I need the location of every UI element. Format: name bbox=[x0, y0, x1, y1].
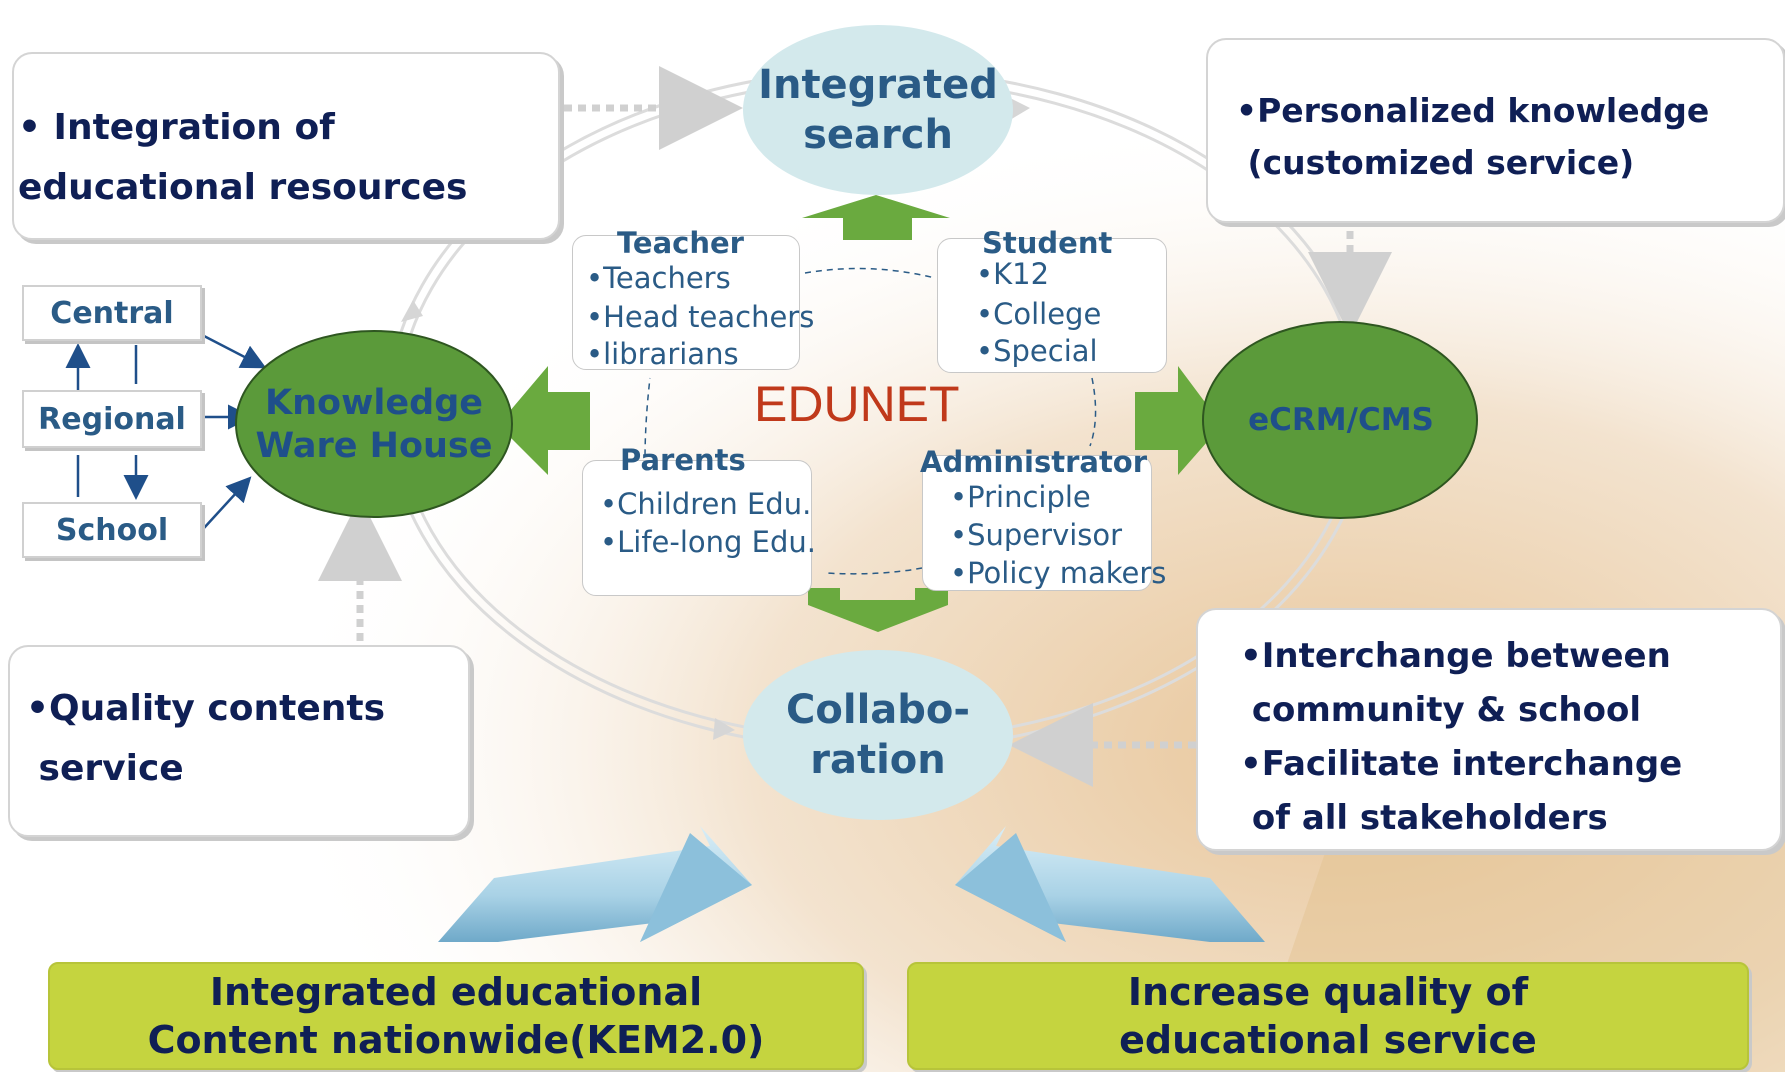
level-school: School bbox=[22, 502, 202, 558]
callout-interchange-line3: •Facilitate interchange bbox=[1240, 744, 1683, 784]
group-administrator-title: Administrator bbox=[920, 445, 1148, 479]
green-arrow-up bbox=[802, 195, 950, 240]
level-regional: Regional bbox=[22, 390, 202, 448]
group-teacher-title: Teacher bbox=[617, 226, 744, 260]
center-edunet-label: EDUNET bbox=[754, 376, 960, 432]
level-central: Central bbox=[22, 285, 202, 341]
knowledge-warehouse-line1: Knowledge bbox=[265, 383, 483, 423]
group-parents-title: Parents bbox=[620, 443, 746, 477]
group-administrator-item: •Supervisor bbox=[950, 518, 1123, 552]
collaboration-line1: Collabo- bbox=[786, 687, 970, 733]
callout-interchange-line2: community & school bbox=[1240, 690, 1641, 730]
callout-quality: •Quality contents service bbox=[8, 645, 470, 837]
group-administrator-item: •Policy makers bbox=[950, 556, 1167, 590]
group-student-title: Student bbox=[982, 226, 1113, 260]
collaboration-node bbox=[743, 650, 1013, 820]
bottom-box-increase-quality: Increase quality of educational service bbox=[907, 962, 1749, 1070]
green-arrows bbox=[498, 195, 1222, 632]
callout-integration-line1: • Integration of bbox=[18, 107, 335, 148]
group-parents-item: •Children Edu. bbox=[600, 487, 812, 521]
collaboration-label: Collabo- ration bbox=[738, 670, 1018, 800]
bottom-box-left-line2: Content nationwide(KEM2.0) bbox=[147, 1018, 765, 1062]
blue-arrow-left bbox=[438, 826, 752, 942]
green-arrow-right bbox=[1135, 366, 1222, 475]
blue-arrow-right bbox=[955, 826, 1265, 942]
integrated-search-line2: search bbox=[803, 112, 953, 158]
group-student-item: •K12 bbox=[976, 257, 1050, 291]
callout-personalized-line2: (customized service) bbox=[1236, 143, 1635, 182]
green-arrow-left bbox=[498, 366, 590, 475]
callout-interchange-line1: •Interchange between bbox=[1240, 636, 1671, 676]
group-administrator-item: •Principle bbox=[950, 480, 1091, 514]
knowledge-warehouse-node bbox=[235, 330, 513, 518]
knowledge-warehouse-label: Knowledge Ware House bbox=[236, 370, 512, 480]
group-teacher-item: •Head teachers bbox=[586, 300, 815, 334]
integrated-search-line1: Integrated bbox=[758, 62, 998, 108]
collaboration-line2: ration bbox=[810, 737, 946, 783]
group-parents-item: •Life-long Edu. bbox=[600, 525, 816, 559]
callout-quality-line2: service bbox=[26, 748, 184, 789]
callout-integration: • Integration of educational resources bbox=[12, 52, 560, 240]
bottom-box-right-line1: Increase quality of bbox=[1127, 970, 1529, 1014]
integrated-search-node bbox=[743, 25, 1013, 195]
bottom-box-right-line2: educational service bbox=[1119, 1018, 1537, 1062]
group-teacher-box bbox=[572, 235, 800, 370]
callout-interchange: •Interchange between community & school … bbox=[1196, 608, 1782, 851]
group-teacher-item: •Teachers bbox=[586, 261, 731, 295]
bottom-box-left-line1: Integrated educational bbox=[209, 970, 703, 1014]
integrated-search-label: Integrated search bbox=[738, 45, 1018, 175]
knowledge-warehouse-line2: Ware House bbox=[255, 426, 493, 466]
callout-quality-line1: •Quality contents bbox=[26, 688, 386, 729]
callout-personalized: •Personalized knowledge (customized serv… bbox=[1206, 38, 1785, 223]
ecrm-node bbox=[1202, 321, 1478, 519]
callout-personalized-line1: •Personalized knowledge bbox=[1236, 91, 1710, 130]
callout-integration-line2: educational resources bbox=[18, 167, 468, 208]
group-student-item: •Special bbox=[976, 334, 1098, 368]
group-teacher-item: •librarians bbox=[586, 337, 739, 371]
group-student-box bbox=[937, 238, 1167, 373]
ecrm-label: eCRM/CMS bbox=[1248, 402, 1434, 438]
group-administrator-box bbox=[922, 455, 1152, 591]
green-arrow-down bbox=[808, 588, 948, 632]
group-student-item: •College bbox=[976, 297, 1102, 331]
callout-interchange-line4: of all stakeholders bbox=[1240, 798, 1608, 838]
group-parents-box bbox=[582, 460, 812, 596]
bottom-box-integrated-content: Integrated educational Content nationwid… bbox=[48, 962, 864, 1070]
